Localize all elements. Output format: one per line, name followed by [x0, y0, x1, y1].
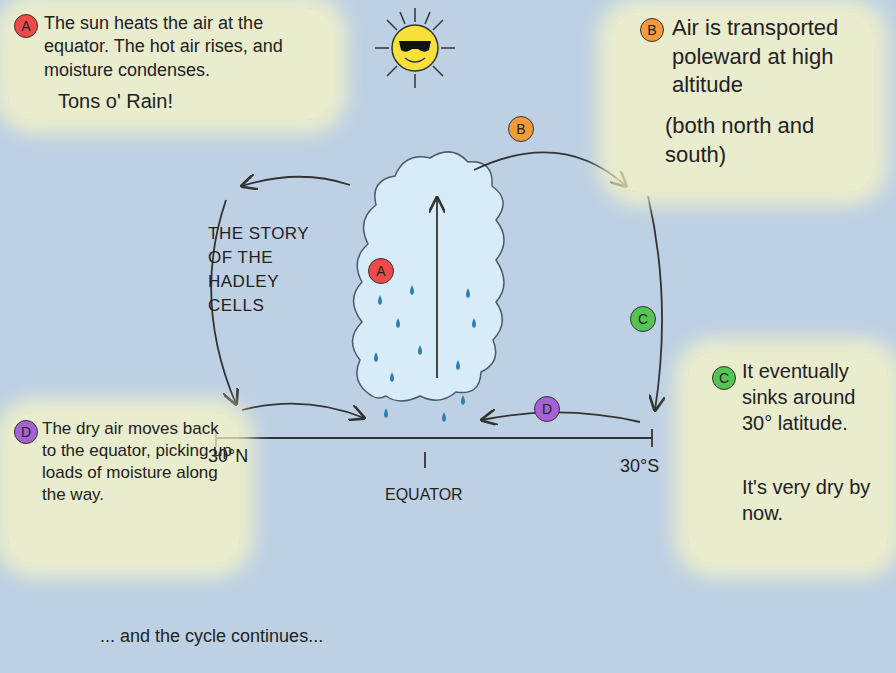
- raindrop: [442, 412, 446, 422]
- raindrop: [410, 285, 414, 295]
- note-text: The sun heats the air at the equator. Th…: [44, 12, 329, 82]
- note-text: The dry air moves back to the equator, p…: [42, 418, 232, 506]
- rain-cloud: [352, 152, 504, 401]
- raindrop: [466, 288, 470, 298]
- note-text: It eventually sinks around 30° latitude.: [742, 358, 882, 436]
- callout-letter-text: D: [542, 402, 552, 416]
- axis-label: EQUATOR: [385, 486, 463, 504]
- callout-letter: C: [630, 306, 656, 332]
- sun-ray: [433, 66, 443, 76]
- raindrop: [396, 318, 400, 328]
- callout-letter-text: C: [638, 312, 648, 326]
- cycle-arrow: [242, 404, 364, 418]
- axis-tick: [424, 452, 426, 468]
- raindrop: [456, 360, 460, 370]
- cycle-arrow: [648, 196, 662, 410]
- sun-ray: [375, 47, 389, 49]
- diagram-title: THE STORY OF THE HADLEY CELLS: [208, 222, 328, 318]
- sun-ray: [425, 12, 430, 24]
- sun-face: [392, 25, 438, 71]
- callout-letter: B: [508, 116, 534, 142]
- callout-letter: C: [712, 366, 736, 390]
- sun-smile: [405, 58, 425, 62]
- cycle-arrow: [482, 412, 640, 422]
- callout-letter: A: [368, 258, 394, 284]
- sun-ray: [441, 47, 455, 49]
- note-subtext: It's very dry by now.: [742, 474, 872, 526]
- note-subtext: (both north and south): [665, 112, 865, 169]
- raindrop: [378, 295, 382, 305]
- note-subtext: Tons o' Rain!: [58, 88, 278, 114]
- callout-letter-text: B: [647, 23, 656, 37]
- raindrop: [374, 352, 378, 362]
- note-blob: It eventually sinks around 30° latitude.…: [688, 352, 888, 564]
- axis-line: [216, 437, 652, 439]
- raindrop: [418, 345, 422, 355]
- callout-letter-text: A: [376, 264, 385, 278]
- sun-ray: [414, 74, 416, 88]
- cycle-arrow: [242, 177, 350, 186]
- circulation-arrows: [211, 152, 662, 422]
- note-text: Air is transported poleward at high alti…: [672, 14, 862, 100]
- callout-letter-text: B: [516, 122, 525, 136]
- raindrop: [390, 372, 394, 382]
- cycle-arrow: [474, 152, 626, 186]
- sun-icon: [375, 8, 455, 88]
- raindrop: [472, 318, 476, 328]
- callout-letter-text: A: [21, 19, 30, 33]
- note-blob: Air is transported poleward at high alti…: [612, 12, 874, 192]
- latitude-axis: [216, 429, 652, 468]
- raindrops: [374, 285, 476, 422]
- callout-letter-text: D: [21, 425, 31, 439]
- sun-ray: [387, 66, 397, 76]
- sun-ray: [414, 8, 416, 22]
- callout-letter: D: [534, 396, 560, 422]
- callout-letter-text: C: [719, 371, 729, 385]
- raindrop: [461, 395, 465, 405]
- note-blob: The sun heats the air at the equator. Th…: [8, 8, 333, 120]
- callout-letter: A: [14, 14, 38, 38]
- sun-ray: [433, 20, 443, 30]
- axis-tick: [651, 429, 653, 447]
- callout-letter: B: [640, 18, 664, 42]
- note-blob: The dry air moves back to the equator, p…: [8, 412, 240, 564]
- rising-air-arrow: [436, 198, 438, 378]
- footer-note: ... and the cycle continues...: [100, 626, 323, 647]
- sun-rays: [375, 8, 455, 88]
- axis-label: 30°N: [208, 446, 248, 467]
- sun-ray: [400, 12, 405, 24]
- callout-letter: D: [14, 420, 38, 444]
- axis-label: 30°S: [620, 456, 659, 477]
- sun-ray: [387, 20, 397, 30]
- raindrop: [384, 408, 388, 418]
- sunglasses: [399, 41, 431, 52]
